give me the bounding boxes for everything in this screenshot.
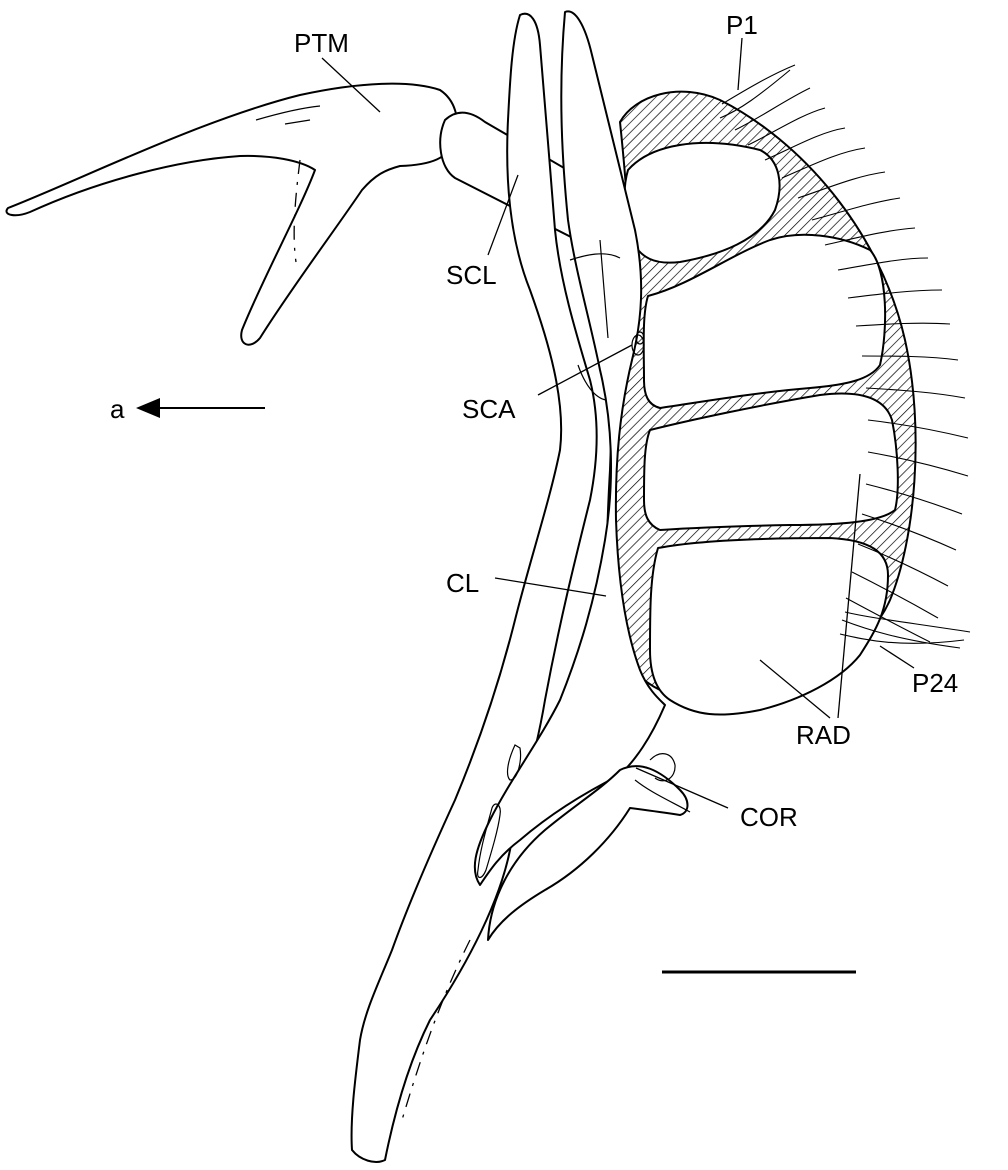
cleithrum-bone [352,11,665,1162]
posttemporal-bone [7,84,458,345]
label-rad: RAD [796,720,851,750]
label-p1: P1 [726,10,758,40]
label-anterior: a [110,394,125,424]
leader-p1 [738,38,742,90]
radial-plate [607,92,916,715]
label-scl: SCL [446,260,497,290]
label-cl: CL [446,568,479,598]
leader-p24 [880,646,914,668]
label-sca: SCA [462,394,516,424]
label-ptm: PTM [294,28,349,58]
label-cor: COR [740,802,798,832]
anterior-direction-indicator: a [110,394,265,424]
label-p24: P24 [912,668,958,698]
